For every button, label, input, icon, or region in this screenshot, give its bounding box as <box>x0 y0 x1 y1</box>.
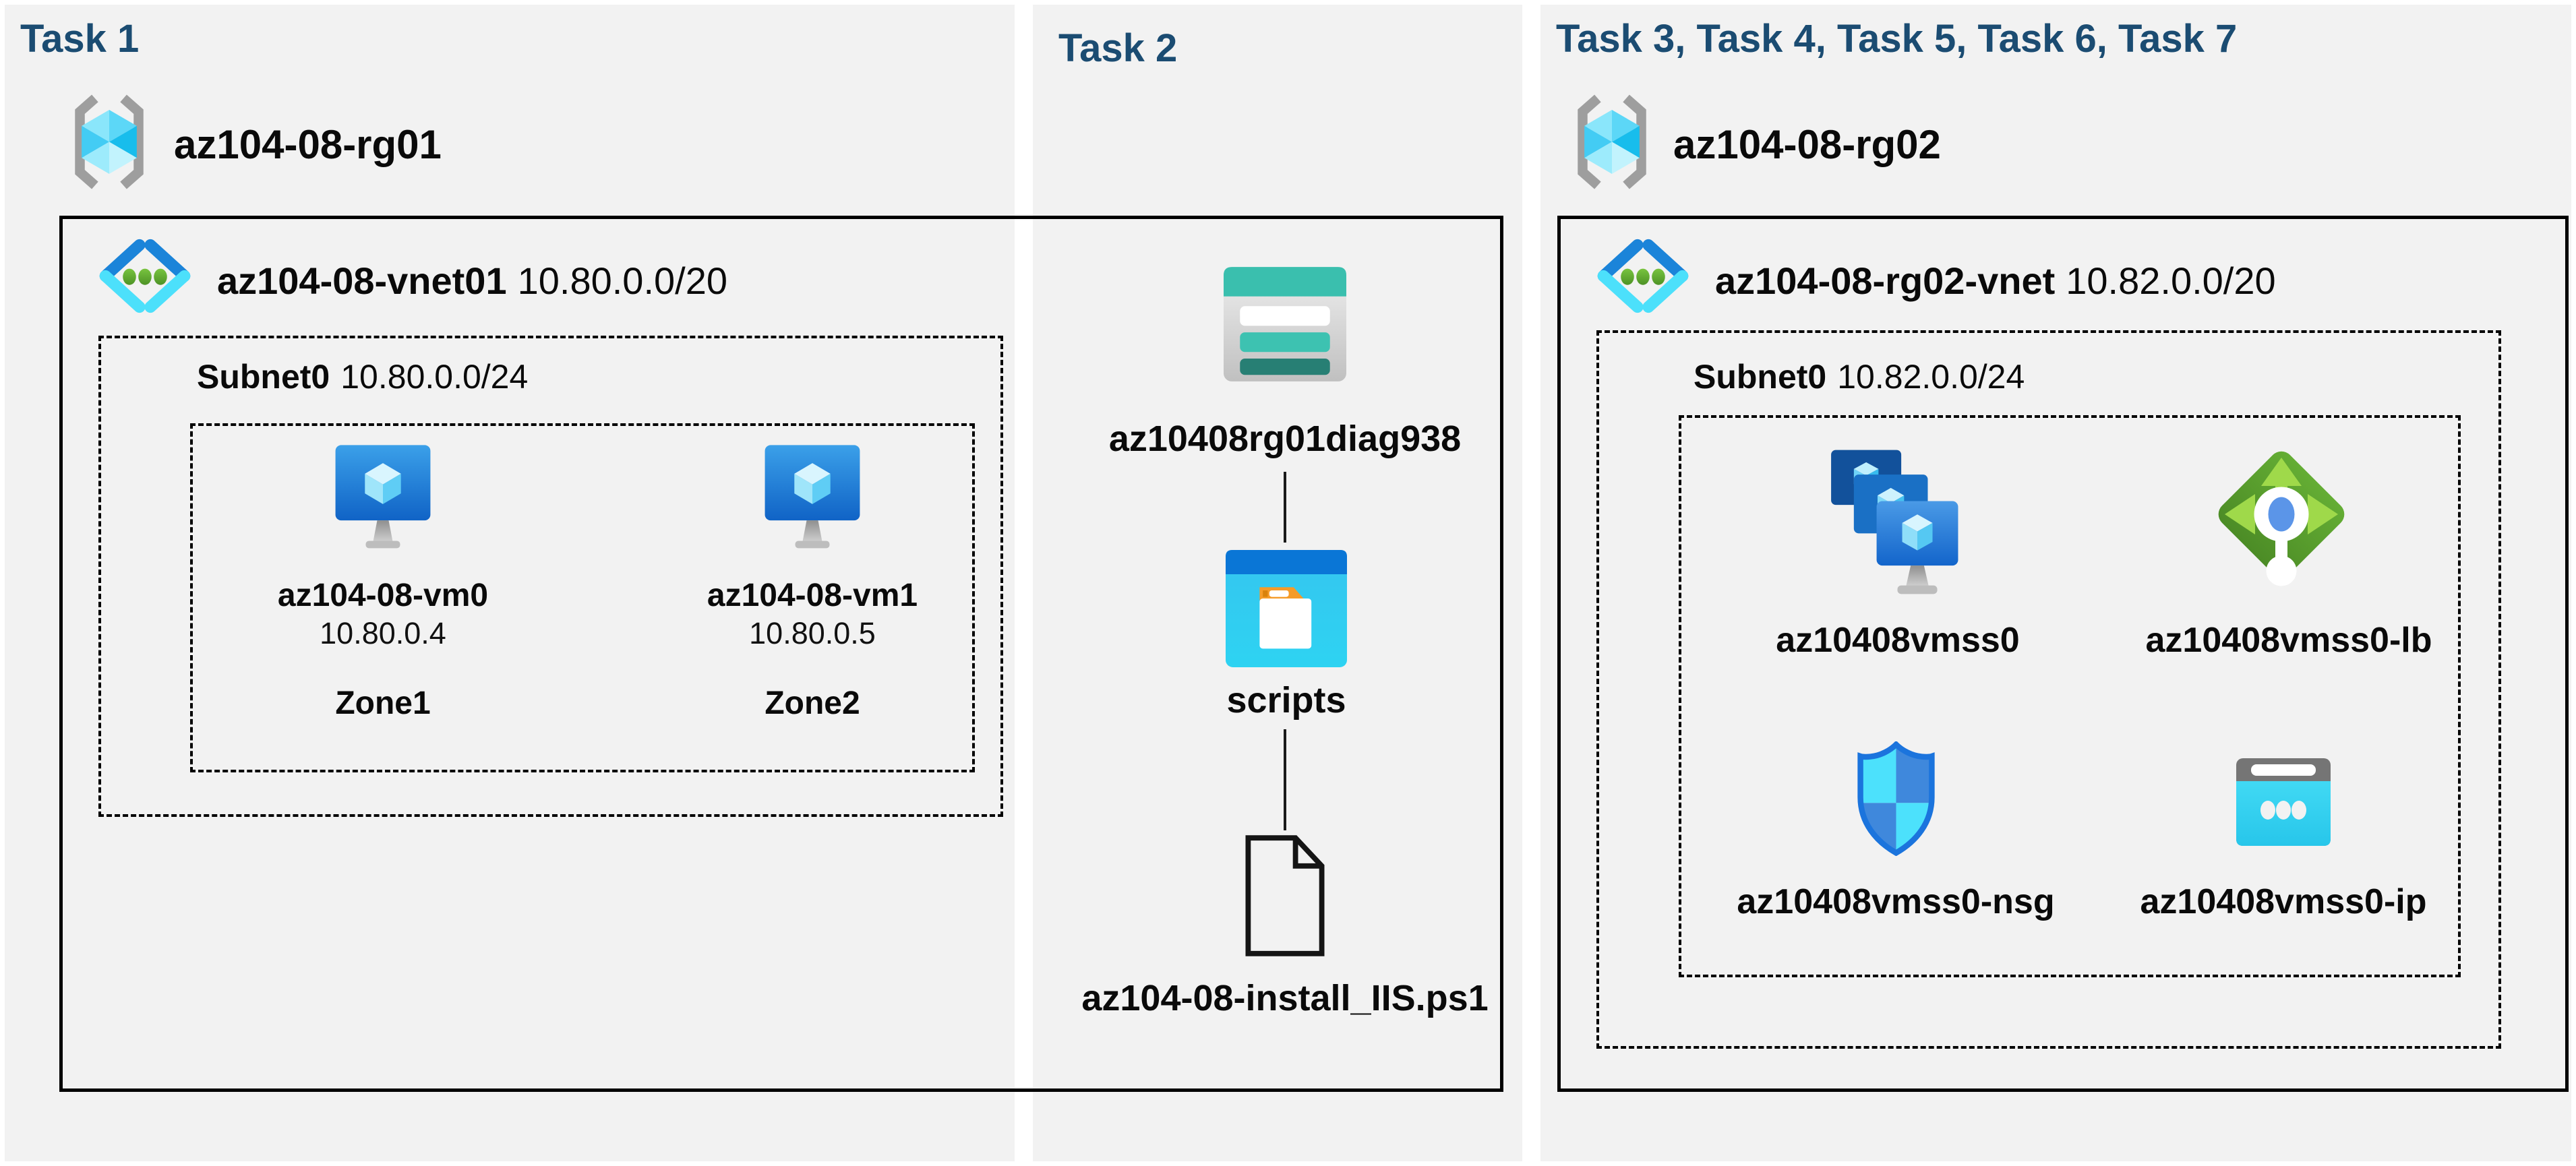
resource-group-icon <box>1578 94 1646 189</box>
virtual-machine-icon <box>335 445 431 549</box>
vm1-ip: 10.80.0.5 <box>749 616 876 650</box>
subnet1-cidr: 10.80.0.0/24 <box>340 358 529 396</box>
resource-group-name: az104-08-rg01 <box>174 122 442 167</box>
public-ip-icon <box>2236 758 2331 846</box>
load-balancer-icon <box>2218 451 2345 586</box>
vm0-zone: Zone1 <box>335 685 431 721</box>
panel-task3 <box>1540 5 2571 1161</box>
resource-group-name: az104-08-rg02 <box>1673 122 1941 167</box>
vnet2-box <box>1557 216 2569 1092</box>
task3-header: Task 3, Task 4, Task 5, Task 6, Task 7 <box>1556 17 2238 61</box>
script-file-name: az104-08-install_IIS.ps1 <box>1081 978 1489 1018</box>
nsg-name: az10408vmss0-nsg <box>1737 882 2055 921</box>
container-name: scripts <box>1226 680 1346 720</box>
vmss-group-box <box>1679 415 2461 977</box>
file-icon <box>1245 835 1325 956</box>
vm0-name: az104-08-vm0 <box>277 578 489 613</box>
connector-line <box>1284 472 1286 543</box>
vnet1-cidr: 10.80.0.0/20 <box>517 259 727 302</box>
vmss-name: az10408vmss0 <box>1776 621 2020 660</box>
vnet2-name: az104-08-rg02-vnet <box>1715 259 2056 302</box>
subnet1-box <box>98 336 1003 817</box>
task2-header: Task 2 <box>1058 26 1178 70</box>
task1-header: Task 1 <box>20 17 140 61</box>
subnet1-name: Subnet0 <box>197 358 330 396</box>
panel-task1 <box>5 5 1015 1161</box>
vnet2-cidr: 10.82.0.0/20 <box>2066 259 2276 302</box>
storage-account-name: az10408rg01diag938 <box>1108 419 1462 459</box>
virtual-machine-icon <box>765 445 860 549</box>
storage-account-icon <box>1224 267 1346 381</box>
vm1-name: az104-08-vm1 <box>707 578 918 613</box>
public-ip-name: az10408vmss0-ip <box>2140 882 2427 921</box>
blob-container-icon <box>1226 550 1347 667</box>
load-balancer-name: az10408vmss0-lb <box>2145 621 2432 660</box>
vnet1-box <box>59 216 1503 1092</box>
connector-line <box>1284 729 1286 830</box>
vnet1-name: az104-08-vnet01 <box>217 259 507 302</box>
virtual-network-icon <box>99 239 191 313</box>
virtual-network-icon <box>1597 239 1689 313</box>
vm0-ip: 10.80.0.4 <box>320 616 446 650</box>
subnet2-box <box>1596 330 2501 1049</box>
vm1-zone: Zone2 <box>765 685 860 721</box>
vm-group-box <box>190 423 975 772</box>
vm-scale-set-icon <box>1831 450 1958 594</box>
subnet2-cidr: 10.82.0.0/24 <box>1837 358 2025 396</box>
subnet2-name: Subnet0 <box>1694 358 1827 396</box>
resource-group-icon <box>75 94 144 189</box>
network-security-group-icon <box>1857 741 1935 856</box>
